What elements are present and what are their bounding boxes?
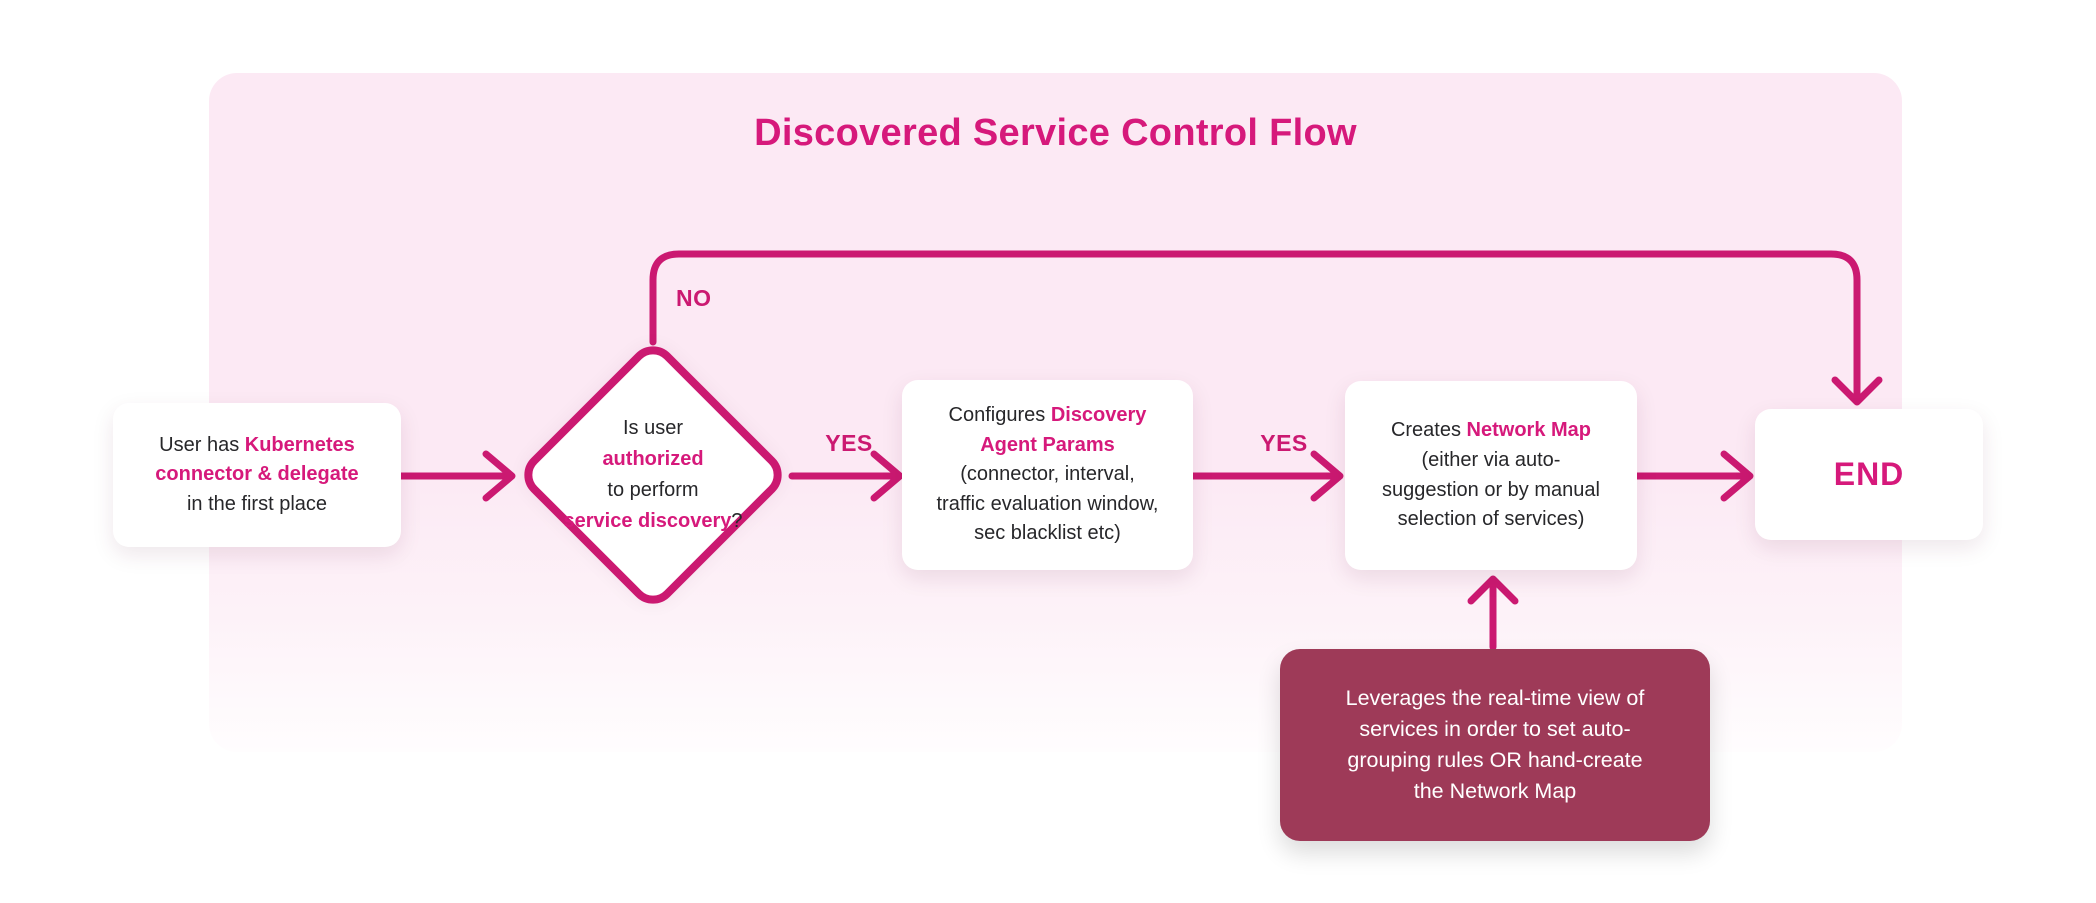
arrowhead-decision-to-configure-icon (870, 450, 904, 502)
arrowhead-configure-to-create-map-icon (1310, 450, 1344, 502)
annotation-note: Leverages the real-time view of services… (1280, 649, 1710, 841)
yes-edge-label-decision: YES (825, 430, 873, 456)
arrowhead-no-loop-icon (1831, 376, 1883, 406)
diagram-title: Discovered Service Control Flow (754, 112, 1357, 154)
no-edge-label: NO (676, 285, 712, 311)
end-node: END (1755, 409, 1983, 540)
arrowhead-start-to-decision-icon (482, 450, 516, 502)
start-node: User has Kubernetes connector & delegate… (113, 403, 401, 547)
create-network-map-node: Creates Network Map (either via auto- su… (1345, 381, 1637, 570)
configure-agent-params-node: Configures Discovery Agent Params (conne… (902, 380, 1193, 570)
decision-text: Is user authorized to perform service di… (563, 417, 743, 532)
arrowhead-annotation-icon (1467, 575, 1519, 605)
edge-no-loop (649, 250, 1861, 402)
yes-edge-label-configure: YES (1260, 430, 1308, 456)
arrowhead-create-map-to-end-icon (1720, 450, 1754, 502)
